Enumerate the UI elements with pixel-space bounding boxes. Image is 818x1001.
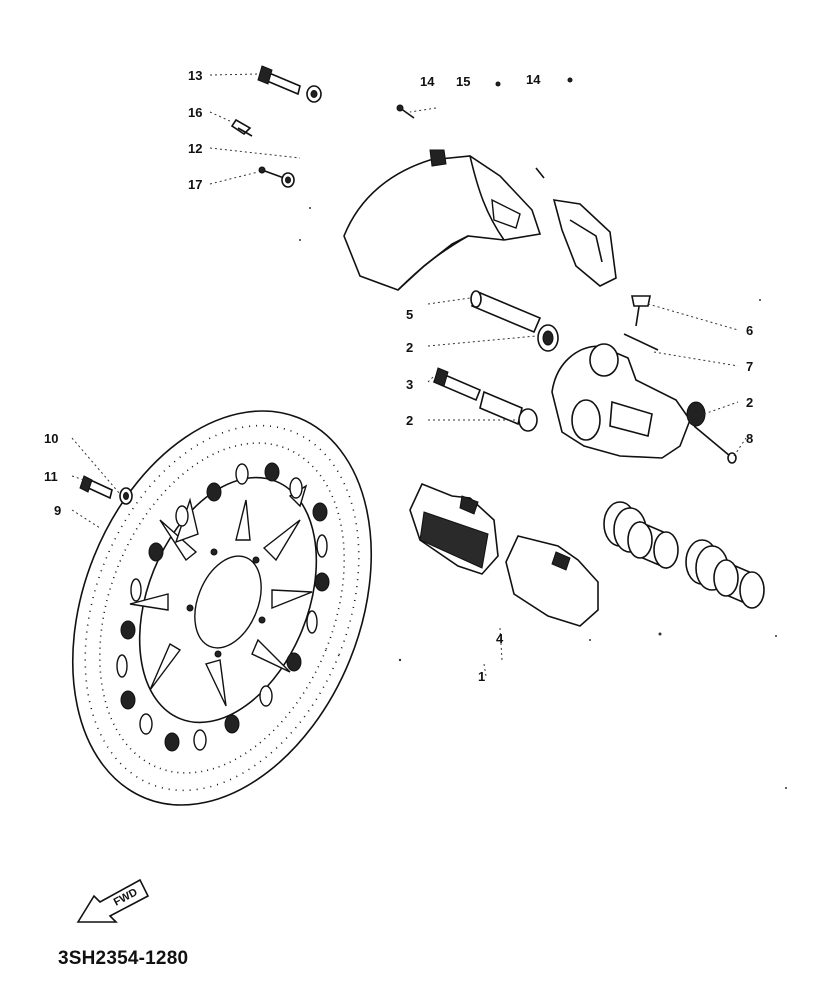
caliper-cover-small bbox=[552, 199, 617, 287]
slide-pin-upper bbox=[470, 290, 559, 352]
callout-labels: 13 16 12 17 14 15 14 5 2 3 2 6 7 2 8 10 … bbox=[44, 68, 753, 684]
brake-disc bbox=[71, 410, 373, 806]
disc-spoke-cutouts bbox=[129, 484, 313, 707]
callout-14-left: 14 bbox=[420, 74, 435, 89]
fwd-arrow-icon: FWD bbox=[76, 878, 150, 923]
callout-5: 5 bbox=[406, 307, 413, 322]
callout-16: 16 bbox=[188, 105, 202, 120]
brake-pad-rear bbox=[505, 535, 599, 627]
callout-12: 12 bbox=[188, 141, 202, 156]
slide-pin-lower bbox=[432, 367, 538, 432]
piston-set-left bbox=[603, 501, 679, 570]
disc-slots bbox=[116, 463, 328, 751]
small-screws bbox=[396, 77, 573, 179]
brake-pad-front bbox=[409, 482, 499, 575]
upper-left-bolts bbox=[230, 65, 322, 188]
callout-2-upper: 2 bbox=[406, 340, 413, 355]
bleed-screw-and-pin bbox=[623, 295, 737, 464]
caliper-body bbox=[551, 343, 706, 459]
callout-15: 15 bbox=[456, 74, 470, 89]
scan-speckles bbox=[299, 207, 787, 789]
disc-bolt-holes bbox=[186, 548, 266, 658]
callout-2-lower: 2 bbox=[406, 413, 413, 428]
callout-7: 7 bbox=[746, 359, 753, 374]
callout-6: 6 bbox=[746, 323, 753, 338]
leader-lines bbox=[71, 73, 747, 677]
callout-9: 9 bbox=[54, 503, 61, 518]
disc-rivets bbox=[120, 462, 330, 752]
callout-11: 11 bbox=[44, 469, 58, 484]
callout-3: 3 bbox=[406, 377, 413, 392]
callout-13: 13 bbox=[188, 68, 202, 83]
callout-14-right: 14 bbox=[526, 72, 541, 87]
callout-4: 4 bbox=[496, 631, 504, 646]
callout-1: 1 bbox=[478, 669, 485, 684]
callout-2-right: 2 bbox=[746, 395, 753, 410]
piston-set-right bbox=[685, 539, 765, 609]
disc-bolt-and-washer bbox=[79, 475, 133, 505]
callout-8: 8 bbox=[746, 431, 753, 446]
diagram-code: 3SH2354-1280 bbox=[58, 948, 189, 969]
caliper-cover bbox=[343, 149, 542, 291]
callout-10: 10 bbox=[44, 431, 58, 446]
callout-17: 17 bbox=[188, 177, 202, 192]
